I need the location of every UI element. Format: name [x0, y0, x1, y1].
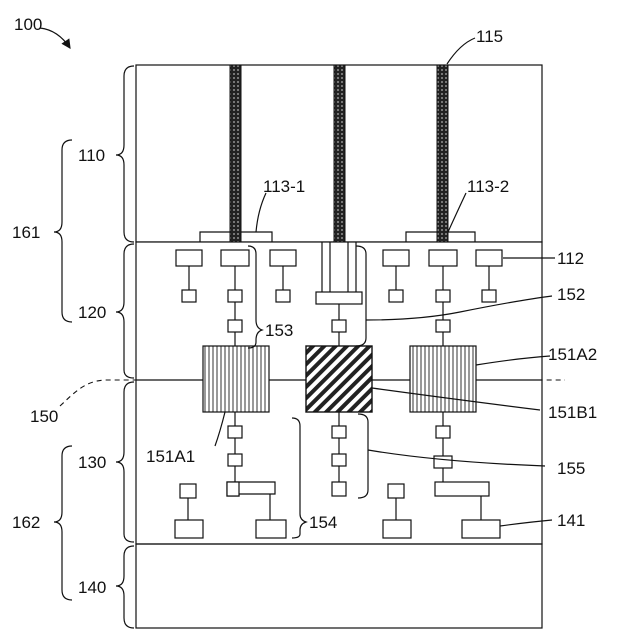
bond-pad-151B1	[306, 346, 372, 412]
via-3	[437, 65, 448, 242]
ref-162: 162	[12, 513, 40, 532]
ref-150: 150	[30, 407, 58, 426]
ref-151A2: 151A2	[548, 345, 597, 364]
leader-115	[447, 38, 475, 64]
brace-110	[116, 66, 134, 242]
ref-100: 100	[14, 15, 42, 34]
via-2	[334, 65, 345, 242]
ref-151B1: 151B1	[548, 403, 597, 422]
ref-152: 152	[557, 285, 585, 304]
ref-113-1: 113-1	[263, 177, 305, 196]
layer-140	[136, 544, 542, 628]
ref-140: 140	[78, 578, 106, 597]
ref-141: 141	[557, 511, 585, 530]
leader-113-1	[256, 193, 266, 232]
ref-153: 153	[265, 321, 293, 340]
brace-162	[54, 446, 72, 600]
ref-110: 110	[78, 146, 105, 165]
leader-113-2	[448, 193, 466, 232]
bond-pad-151A1	[203, 346, 269, 412]
brace-161	[54, 140, 72, 322]
ref-151A1: 151A1	[146, 447, 195, 466]
ref-100-arrow	[40, 28, 70, 48]
brace-130	[116, 382, 134, 542]
ref-154: 154	[309, 513, 337, 532]
brace-120	[116, 244, 134, 378]
brace-140	[116, 546, 134, 628]
ref-130: 130	[78, 453, 106, 472]
ref-161: 161	[12, 223, 40, 242]
ref-115: 115	[476, 27, 503, 46]
ref-112: 112	[557, 249, 584, 268]
ref-120: 120	[78, 303, 106, 322]
ref-155: 155	[557, 459, 585, 478]
bond-pad-151A2	[410, 346, 476, 412]
ref-113-2: 113-2	[467, 177, 509, 196]
via-1	[230, 65, 241, 242]
